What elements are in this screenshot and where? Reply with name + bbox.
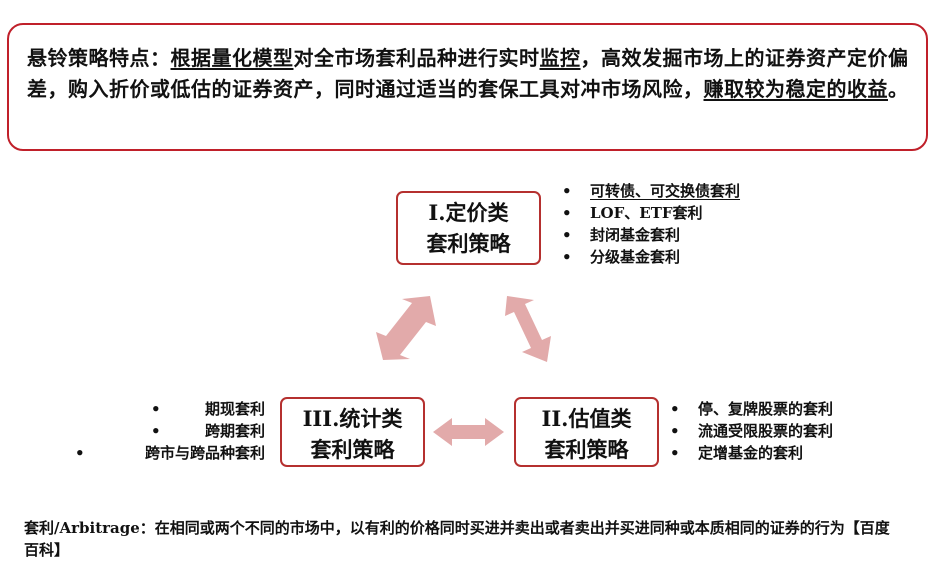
strategy-intro-panel: 悬铃策略特点：根据量化模型对全市场套利品种进行实时监控，高效发掘市场上的证券资产…: [7, 23, 928, 151]
list-item: 定增基金的套利: [668, 442, 833, 464]
box-line: III.统计类: [302, 406, 403, 431]
item-text: LOF、ETF套利: [590, 204, 703, 222]
valuation-items-list: 停、复牌股票的套利 流通受限股票的套利 定增基金的套利: [668, 398, 833, 464]
list-item: 流通受限股票的套利: [668, 420, 833, 442]
item-text: 停、复牌股票的套利: [698, 400, 834, 418]
pricing-items-list: 可转债、可交换债套利 LOF、ETF套利 封闭基金套利 分级基金套利: [560, 180, 740, 268]
intro-segment: 根据量化模型: [170, 46, 294, 70]
box-line: 套利策略: [544, 437, 629, 462]
item-text: 流通受限股票的套利: [698, 422, 834, 440]
item-text: 封闭基金套利: [590, 226, 681, 244]
item-text: 跨期套利: [204, 422, 265, 440]
list-item: LOF、ETF套利: [560, 202, 740, 224]
item-text: 期现套利: [204, 400, 265, 418]
list-item: 可转债、可交换债套利: [560, 180, 740, 202]
statistical-arbitrage-box: III.统计类 套利策略: [280, 397, 425, 467]
box-line: 套利策略: [310, 437, 395, 462]
list-item: • 跨市与跨品种套利: [75, 442, 265, 464]
intro-segment: ，高效发掘市场上的证券资产定价偏差，购入折价或低估的证券资产，同时通过适当的套保…: [27, 46, 909, 101]
pricing-arbitrage-box: I.定价类 套利策略: [396, 191, 541, 265]
intro-segment: 监控: [539, 46, 581, 70]
intro-lead: 悬铃策略特点：: [27, 46, 171, 70]
item-text: 定增基金的套利: [698, 444, 804, 462]
box-line: II.估值类: [541, 406, 632, 431]
bullet: •: [75, 444, 85, 462]
arrow-pricing-statistical: [376, 296, 436, 360]
arrow-pricing-valuation: [505, 296, 551, 362]
box-line: I.定价类: [428, 200, 509, 225]
intro-segment: 赚取较为稳定的收益: [703, 77, 888, 101]
valuation-arbitrage-box: II.估值类 套利策略: [514, 397, 659, 467]
list-item: • 期现套利: [75, 398, 265, 420]
arrow-statistical-valuation: [433, 418, 504, 446]
arbitrage-definition: 套利/Arbitrage：在相同或两个不同的市场中，以有利的价格同时买进并卖出或…: [24, 519, 890, 559]
list-item: • 跨期套利: [75, 420, 265, 442]
item-text: 分级基金套利: [590, 248, 681, 266]
bullet: •: [151, 400, 161, 418]
statistical-items-list: • 期现套利 • 跨期套利 • 跨市与跨品种套利: [75, 398, 265, 464]
intro-segment: 对全市场套利品种进行实时: [293, 46, 540, 70]
bullet: •: [151, 422, 161, 440]
intro-segment: 。: [888, 77, 909, 101]
list-item: 封闭基金套利: [560, 224, 740, 246]
box-line: 套利策略: [426, 231, 511, 256]
list-item: 停、复牌股票的套利: [668, 398, 833, 420]
item-text: 可转债、可交换债套利: [590, 182, 741, 200]
item-text: 跨市与跨品种套利: [144, 444, 265, 462]
list-item: 分级基金套利: [560, 246, 740, 268]
